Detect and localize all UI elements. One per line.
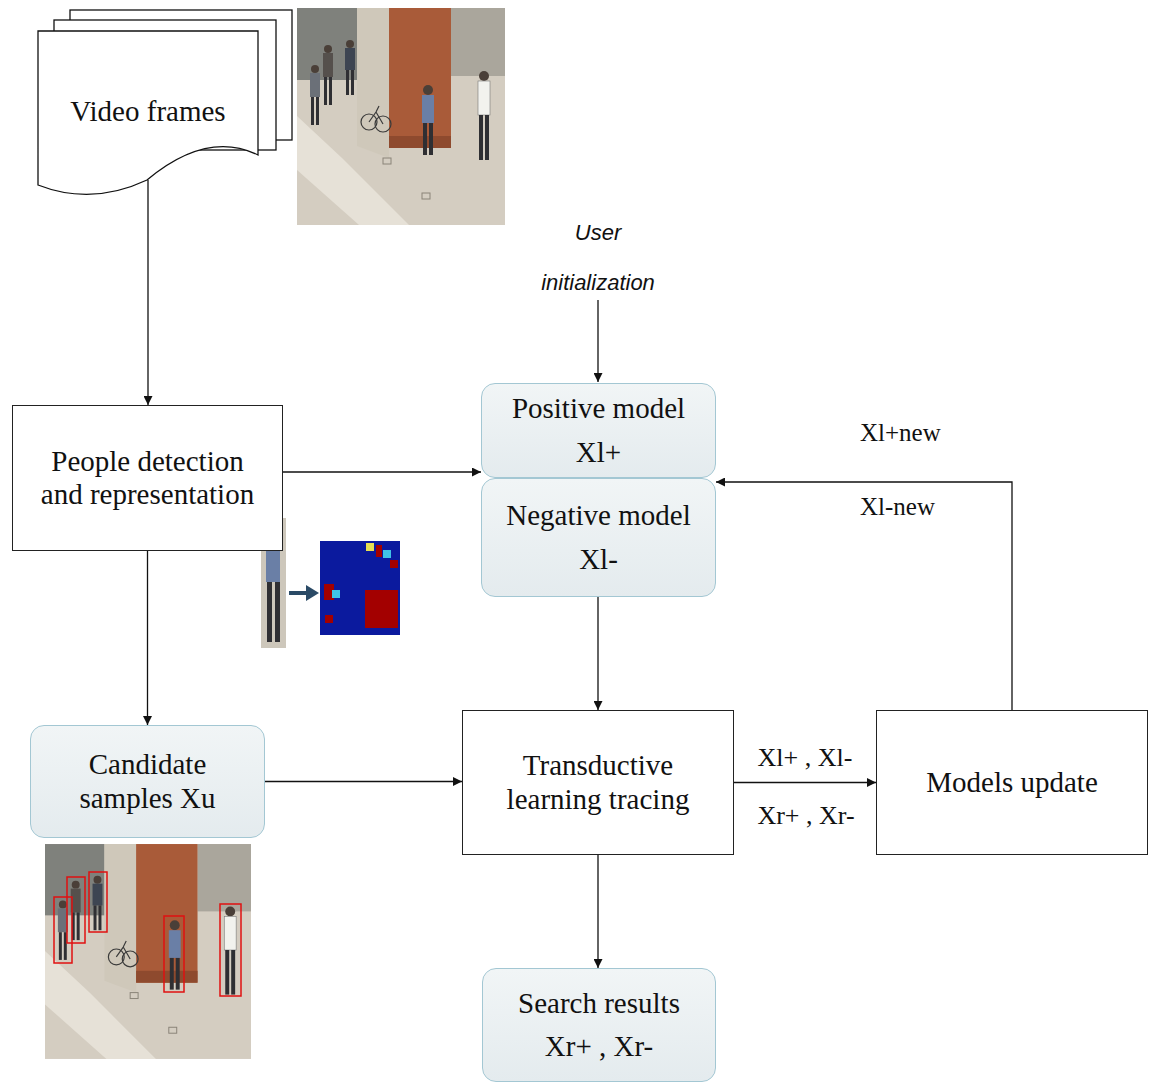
node-text: People detection and representation xyxy=(35,445,260,512)
heatmap-cell xyxy=(332,590,340,598)
connector-arrow xyxy=(716,482,1012,710)
sheet xyxy=(38,31,258,194)
heatmap-cell xyxy=(383,550,391,558)
feature-heatmap xyxy=(320,541,400,635)
connector-arrow xyxy=(147,551,148,725)
arrow-shaft xyxy=(289,591,308,595)
detection-boxes xyxy=(54,872,241,996)
heatmap-cell xyxy=(325,615,333,623)
detection-box xyxy=(220,904,241,996)
node-text: Models update xyxy=(926,766,1098,799)
arrow-head xyxy=(306,585,319,601)
model-box: Negative modelXl- xyxy=(481,478,716,597)
leg xyxy=(275,582,280,642)
candidate-frame-photo xyxy=(45,844,251,1059)
initialization-arrow xyxy=(597,300,598,382)
connector-arrow xyxy=(265,781,462,782)
connector-arrow xyxy=(597,597,598,710)
node-text: Positive model xyxy=(512,392,685,425)
result-box: Search resultsXr+ , Xr- xyxy=(482,968,716,1082)
heatmap-cell xyxy=(376,545,382,557)
node-text: Transductive learning tracing xyxy=(493,749,703,816)
leg xyxy=(267,582,272,642)
connector-arrow xyxy=(147,180,148,405)
document-stack: Video frames xyxy=(37,30,259,190)
edge-label: Xl+ , Xl- xyxy=(756,743,855,773)
heatmap-cell xyxy=(365,590,398,628)
node-text: Negative model xyxy=(506,499,690,532)
process-box: Models update xyxy=(876,710,1148,855)
node-text: Xr+ , Xr- xyxy=(545,1030,653,1063)
detection-box xyxy=(89,872,107,932)
node-text: Search results xyxy=(518,987,680,1020)
node-text: Xl- xyxy=(579,543,618,576)
representation-arrow xyxy=(289,585,319,601)
node-text: Video frames xyxy=(70,95,225,128)
detection-box xyxy=(67,877,85,943)
data-box: Candidate samples Xu xyxy=(30,725,265,838)
result-label: Xr+ , Xr- xyxy=(757,800,854,831)
heatmap-cell xyxy=(390,560,398,568)
model-box: Positive modelXl+ xyxy=(481,383,716,478)
candidate-photo xyxy=(45,844,251,1059)
user-note: User initialization xyxy=(523,208,673,308)
node-text: Candidate samples Xu xyxy=(60,748,235,815)
detection-box xyxy=(164,916,184,992)
heatmap-cell xyxy=(366,543,374,551)
connector-arrow xyxy=(283,471,481,472)
connector-arrow xyxy=(734,782,876,783)
node-text: Xl+ xyxy=(576,436,621,469)
heatmap-ground xyxy=(320,541,400,635)
video-frame-photo xyxy=(297,8,505,225)
connector-arrow xyxy=(597,855,598,968)
process-box: People detection and representation xyxy=(12,405,283,551)
process-box: Transductive learning tracing xyxy=(462,710,734,855)
model-label: Xl-new xyxy=(860,492,935,522)
detection-box xyxy=(54,897,72,963)
model-label: Xl+new xyxy=(860,418,941,448)
